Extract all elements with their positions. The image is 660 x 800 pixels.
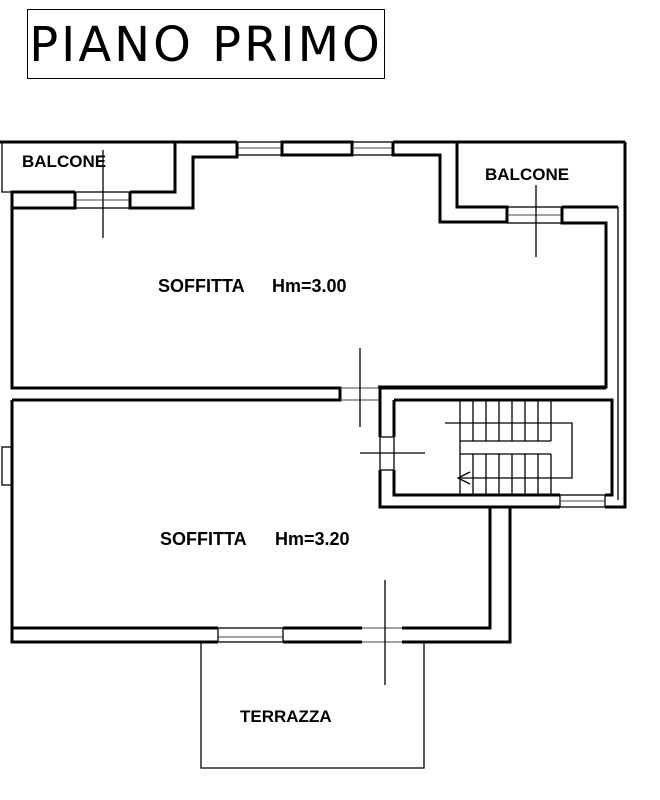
soffitta-upper-height: Hm=3.00 — [272, 276, 347, 296]
stair-direction-arrow-icon — [456, 471, 471, 485]
top-window-1 — [236, 141, 283, 156]
plan-title: PIANO PRIMO — [29, 17, 383, 73]
soffitta-lower: SOFFITTA Hm=3.20 — [1, 400, 512, 685]
title-box: PIANO PRIMO — [27, 9, 385, 79]
terrace-door — [362, 580, 402, 685]
balcone-left: BALCONE — [1, 142, 239, 238]
balcone-left-label: BALCONE — [22, 152, 106, 171]
soffitta-lower-height: Hm=3.20 — [275, 529, 350, 549]
terrazza: TERRAZZA — [200, 642, 425, 769]
balcone-right: BALCONE — [378, 141, 626, 389]
balcone-right-label: BALCONE — [485, 165, 569, 184]
soffitta-lower-label: SOFFITTA — [160, 529, 247, 549]
bottom-window — [217, 627, 284, 643]
top-wall-segment — [280, 140, 354, 157]
central-door — [340, 348, 380, 427]
top-window-2 — [351, 141, 394, 156]
terrazza-label: TERRAZZA — [240, 707, 332, 726]
stairwell — [360, 386, 614, 509]
soffitta-upper: SOFFITTA Hm=3.00 — [10, 208, 347, 402]
stairs — [445, 400, 573, 495]
soffitta-upper-label: SOFFITTA — [158, 276, 245, 296]
outer-wall-right — [605, 142, 627, 509]
